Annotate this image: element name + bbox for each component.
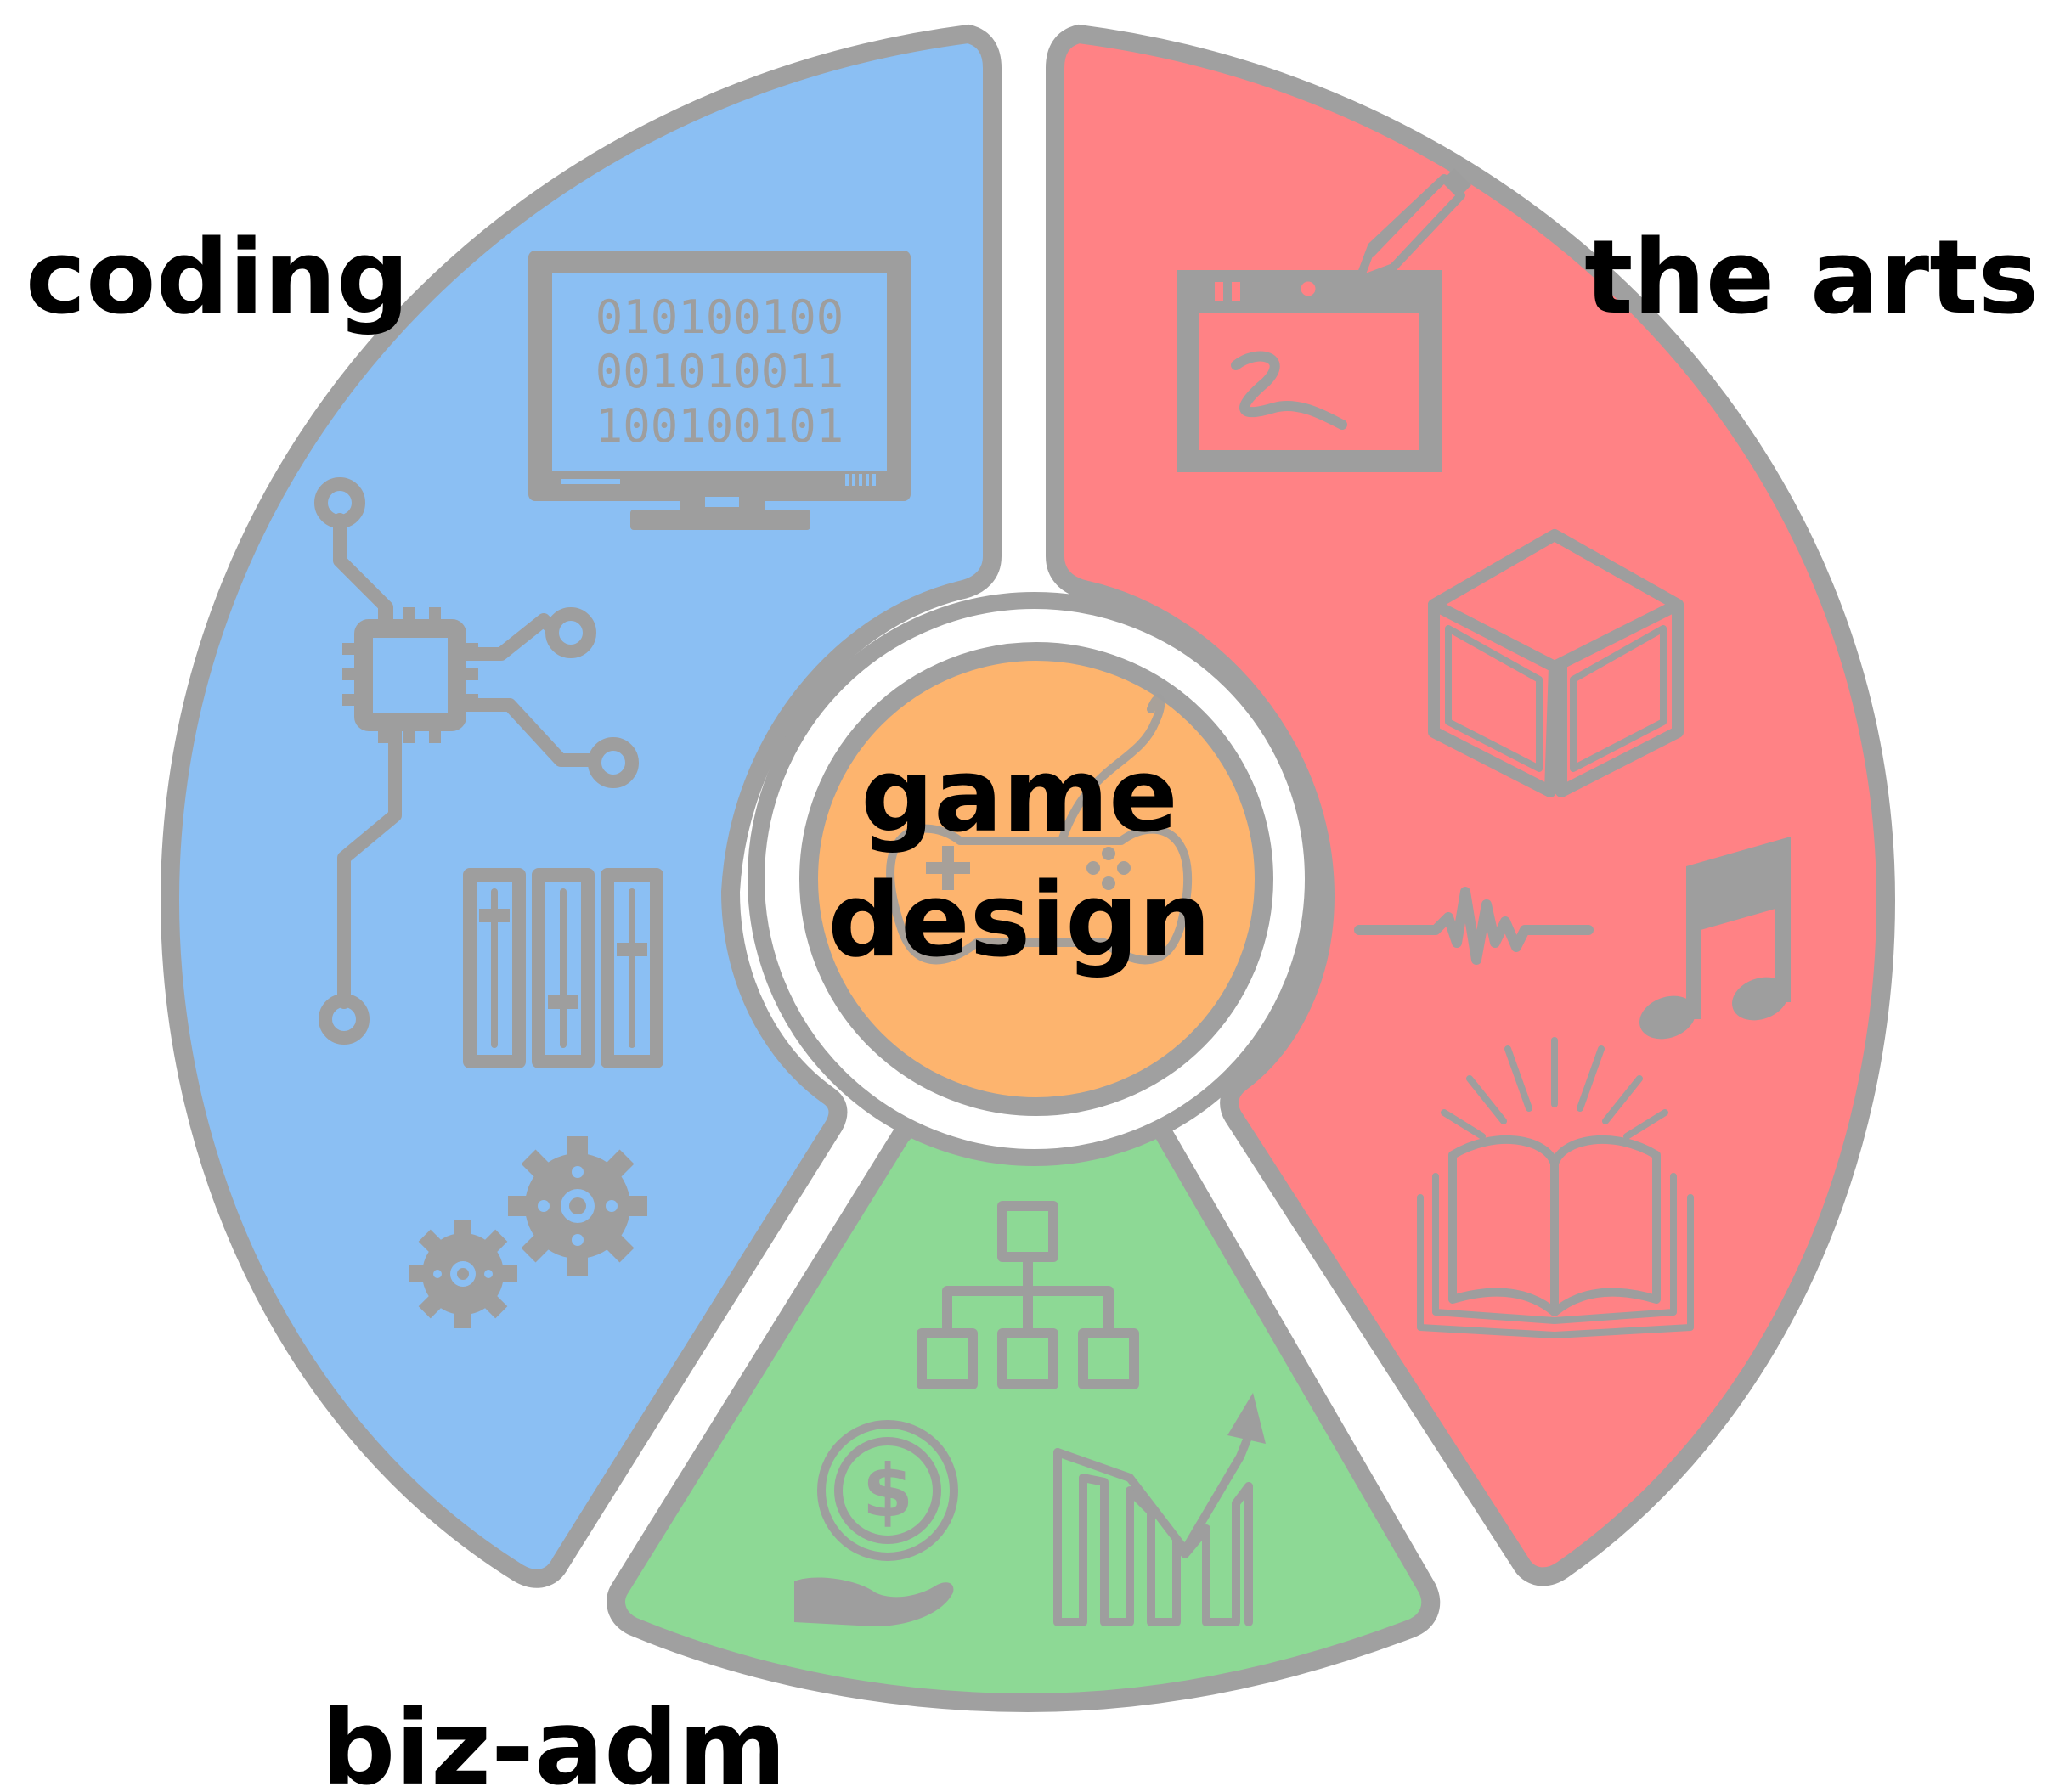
label-biz-adm: biz-adm	[321, 1688, 787, 1792]
binary-row-2: 001010011	[595, 345, 844, 398]
center-disc	[799, 642, 1273, 1116]
soundwave-icon	[1354, 887, 1594, 965]
mixer-sliders-icon	[463, 868, 663, 1068]
growth-chart-icon	[1053, 1393, 1266, 1626]
monitor-binary-icon: 010100100 001010011 100100101	[528, 251, 911, 530]
money-hand-icon: $	[794, 1420, 958, 1626]
dollar-glyph: $	[862, 1449, 913, 1534]
label-the-arts: the arts	[1584, 219, 2039, 337]
gamepad-icon	[886, 694, 1193, 965]
org-chart-icon	[917, 1201, 1139, 1389]
open-book-icon	[1417, 1037, 1694, 1338]
label-center-line2: design	[827, 862, 1210, 980]
cube-icon	[1428, 529, 1684, 797]
label-coding: coding	[25, 219, 409, 337]
music-note-icon	[1639, 837, 1791, 1040]
binary-row-1: 010100100	[595, 290, 844, 344]
label-center-line1: game	[861, 737, 1177, 855]
binary-row-3: 100100101	[595, 399, 844, 453]
drawing-tablet-icon	[1177, 168, 1471, 472]
center-hub	[748, 592, 1322, 1166]
gears-icon	[409, 1136, 647, 1328]
circuit-chip-icon	[314, 477, 639, 1045]
